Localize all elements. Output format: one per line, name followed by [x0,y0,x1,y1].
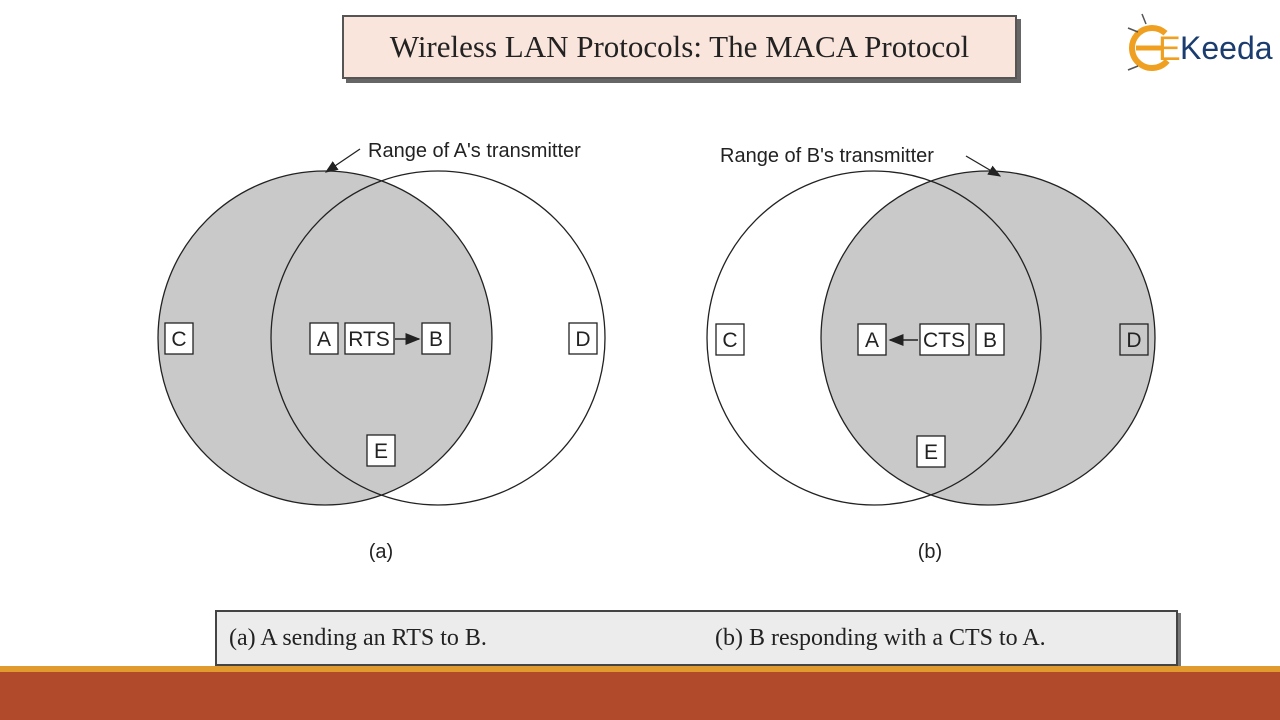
panel-a: Range of A's transmitter C A RTS B D E (… [157,140,606,563]
node-e [366,434,396,467]
panel-b-label: (b) [918,541,942,563]
node-c [715,323,745,356]
ekeeda-logo: E [1127,13,1181,71]
node-b [975,323,1005,356]
node-d-label: D [575,328,590,351]
node-c-label: C [171,328,186,351]
rts-frame [344,322,395,355]
node-b [421,322,451,355]
slide-title: Wireless LAN Protocols: The MACA Protoco… [342,15,1017,79]
range-a-label: Range of A's transmitter [368,140,581,162]
node-c [164,322,194,355]
cts-frame [919,323,970,356]
node-b-label: B [983,329,997,352]
range-a-outline [706,170,1042,506]
cts-label: CTS [923,329,965,352]
node-d-label: D [1126,329,1141,352]
caption-b: (b) B responding with a CTS to A. [715,625,1046,651]
footer-bar [0,672,1280,720]
node-d [568,322,598,355]
node-e [916,435,946,468]
panel-b: Range of B's transmitter C A CTS B D E (… [706,145,1156,563]
caption-box: (a) A sending an RTS to B. (b) B respond… [215,610,1178,666]
panel-a-label: (a) [369,541,393,563]
range-b-pointer [965,155,1002,177]
node-a [309,322,339,355]
logo-text: Keeda [1180,30,1273,66]
range-b-outline [270,170,606,506]
node-c-label: C [722,329,737,352]
caption-a: (a) A sending an RTS to B. [229,625,487,651]
rts-label: RTS [348,328,390,351]
node-d [1119,323,1149,356]
footer-accent-line [0,666,1280,672]
range-b-label: Range of B's transmitter [720,145,934,167]
range-a-pointer [324,148,361,173]
node-e-label: E [924,441,938,464]
node-b-label: B [429,328,443,351]
node-a-label: A [865,329,879,352]
node-a-label: A [317,328,331,351]
node-e-label: E [374,440,388,463]
node-a [857,323,887,356]
logo-initial: E [1158,30,1181,68]
